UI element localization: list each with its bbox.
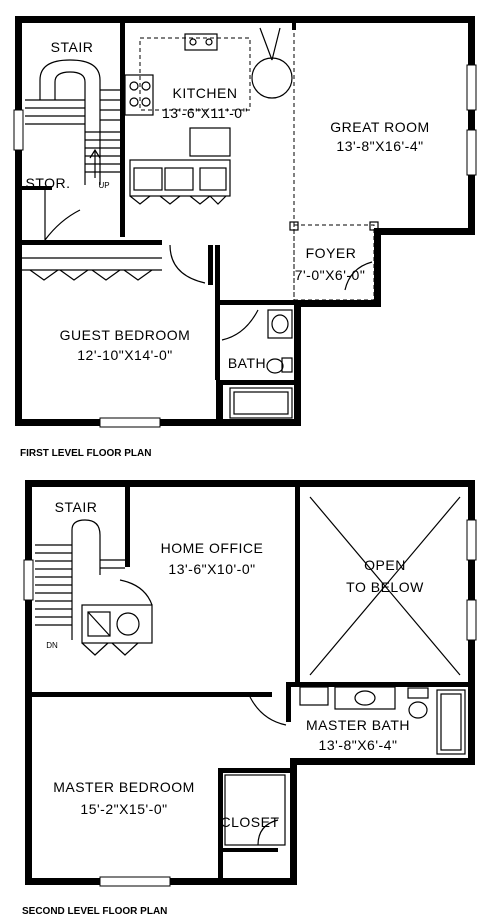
home-office-size: 13'-6"X10'-0" [168, 561, 255, 577]
master-bath-name: MASTER BATH [306, 717, 410, 733]
first-stair-up-label: UP [98, 181, 109, 190]
foyer-name: FOYER [306, 245, 357, 261]
master-bath-size: 13'-8"X6'-4" [319, 737, 398, 753]
second-level-plan [23, 480, 477, 887]
first-stair-label: STAIR [51, 39, 94, 55]
first-level-caption: FIRST LEVEL FLOOR PLAN [20, 448, 151, 459]
first-bath-label: BATH [228, 355, 266, 371]
first-level-plan [13, 16, 477, 428]
open-label-line2: TO BELOW [346, 579, 424, 595]
kitchen-fixtures [124, 27, 293, 205]
kitchen-name: KITCHEN [173, 85, 238, 101]
great-room-size: 13'-8"X16'-4" [336, 138, 423, 154]
foyer-size: 7'-0"X6'-0" [295, 267, 366, 283]
second-level-windows [23, 519, 477, 887]
great-room-name: GREAT ROOM [330, 119, 429, 135]
master-closet [224, 774, 286, 846]
second-stair-label: STAIR [55, 499, 98, 515]
kitchen-size: 13'-6"X11'-0" [162, 105, 248, 121]
second-level-caption: SECOND LEVEL FLOOR PLAN [22, 906, 167, 917]
first-level-stair [25, 59, 120, 185]
home-office-name: HOME OFFICE [161, 540, 264, 556]
guest-closet [22, 244, 206, 284]
master-bedroom-size: 15'-2"X15'-0" [80, 801, 167, 817]
guest-bedroom-name: GUEST BEDROOM [60, 327, 191, 343]
first-bath-fixtures [221, 309, 293, 419]
guest-bedroom-size: 12'-10"X14'-0" [77, 347, 172, 363]
second-level-stair [35, 519, 125, 640]
open-label-line1: OPEN [364, 557, 406, 573]
master-bedroom-name: MASTER BEDROOM [53, 779, 195, 795]
first-level-windows [13, 64, 477, 428]
second-stair-down-label: DN [46, 641, 58, 650]
open-to-below-area [309, 496, 461, 676]
office-closet [81, 579, 153, 656]
storage-label: STOR. [25, 175, 70, 191]
foyer-details [289, 221, 379, 301]
second-level-interior-walls [32, 487, 468, 878]
master-bath-fixtures [249, 686, 466, 755]
storage-door-swing [44, 190, 81, 241]
closet-label: CLOSET [220, 814, 279, 830]
